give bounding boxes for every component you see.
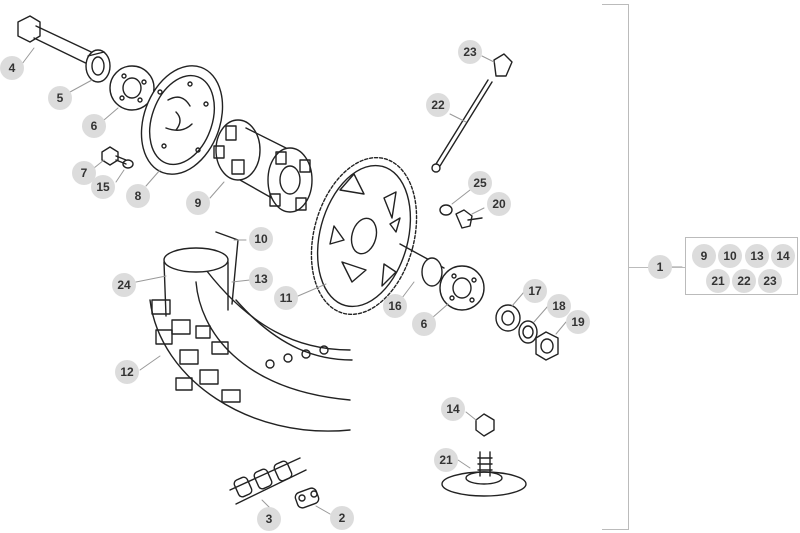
callout-8[interactable]: 8 [126, 184, 150, 208]
chain-part [229, 457, 307, 505]
callout-11[interactable]: 11 [274, 286, 298, 310]
bolt-part [101, 146, 134, 169]
callout-24[interactable]: 24 [112, 273, 136, 297]
sprocket-part [310, 156, 418, 316]
spoke-part [431, 53, 513, 173]
kit-contents-box: 9 10 13 14 21 22 23 [685, 237, 798, 295]
callout-25[interactable]: 25 [468, 171, 492, 195]
callout-6-left[interactable]: 6 [82, 114, 106, 138]
callout-4[interactable]: 4 [0, 56, 24, 80]
axle-nut-part [535, 331, 559, 361]
hub-part [213, 119, 313, 213]
leader-lines [21, 47, 683, 515]
shaft-spacer-part [399, 243, 445, 287]
rim-lock-part [441, 413, 527, 497]
callout-21[interactable]: 21 [434, 448, 458, 472]
callout-22[interactable]: 22 [426, 93, 450, 117]
callout-13[interactable]: 13 [249, 267, 273, 291]
kit-item-9[interactable]: 9 [692, 244, 716, 268]
callout-3[interactable]: 3 [257, 507, 281, 531]
callout-5[interactable]: 5 [48, 86, 72, 110]
spacer-part [85, 49, 111, 83]
callout-18[interactable]: 18 [547, 294, 571, 318]
callout-10[interactable]: 10 [249, 227, 273, 251]
callout-15[interactable]: 15 [91, 175, 115, 199]
callout-17[interactable]: 17 [523, 279, 547, 303]
callout-23[interactable]: 23 [458, 40, 482, 64]
callout-9[interactable]: 9 [186, 191, 210, 215]
callout-12[interactable]: 12 [115, 360, 139, 384]
kit-item-21[interactable]: 21 [706, 269, 730, 293]
kit-item-14[interactable]: 14 [771, 244, 795, 268]
kit-item-22[interactable]: 22 [732, 269, 756, 293]
small-washer-part [439, 204, 483, 229]
assembly-bracket [602, 4, 629, 530]
callout-20[interactable]: 20 [487, 192, 511, 216]
kit-item-23[interactable]: 23 [758, 269, 782, 293]
callout-16[interactable]: 16 [383, 294, 407, 318]
inner-tube-part [163, 231, 239, 317]
chain-link-part [294, 487, 320, 509]
washer-part [518, 320, 538, 344]
callout-14[interactable]: 14 [441, 397, 465, 421]
callout-1[interactable]: 1 [648, 255, 672, 279]
brake-disc-part [140, 65, 224, 175]
bearing-left-part [109, 65, 155, 111]
bearing-right-part [439, 265, 485, 311]
tyre-part [149, 261, 353, 432]
callout-2[interactable]: 2 [330, 506, 354, 530]
kit-item-10[interactable]: 10 [718, 244, 742, 268]
callout-19[interactable]: 19 [566, 310, 590, 334]
callout-6-right[interactable]: 6 [412, 312, 436, 336]
spacer-17-part [495, 304, 521, 332]
kit-item-13[interactable]: 13 [745, 244, 769, 268]
